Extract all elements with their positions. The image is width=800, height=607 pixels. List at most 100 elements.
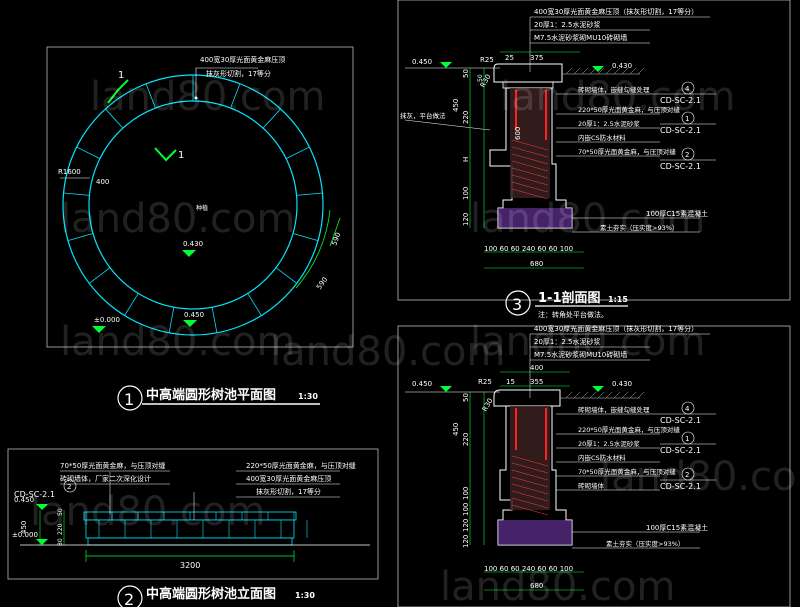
right-note: 砖砌墙体，嵌缝勾缝处理 xyxy=(578,405,650,414)
plan-elev-center: 0.430 xyxy=(183,240,203,248)
ref-code: CD-SC-2.1 xyxy=(660,416,701,425)
plan-leader xyxy=(195,67,258,98)
plan-elev-ring: 0.450 xyxy=(184,311,204,319)
watermark-10: land80.com xyxy=(440,564,675,607)
soil-hatch-line xyxy=(637,391,645,399)
right-note: 砖砌墙体，嵌缝勾缝处理 xyxy=(578,85,650,94)
s11-vdim-100a: 100 xyxy=(462,187,470,200)
right-note: 内嵌CS防水材料 xyxy=(578,133,626,142)
section-mark-mid xyxy=(154,147,177,162)
s11-vdim-120: 120 xyxy=(462,213,470,226)
ref-number: 2 xyxy=(685,471,689,479)
soil-hatch-line xyxy=(613,391,621,399)
plan-elev-center-marker xyxy=(182,250,196,257)
s2-note-1: 400宽30厚光面黄金麻压顶（抹灰形切割，17等分） xyxy=(534,324,698,333)
s2-vdim-120a: 120 xyxy=(462,519,470,532)
watermark-9: land80.com xyxy=(600,454,800,500)
plan-dim-arc xyxy=(295,209,331,289)
s2-r25: R25 xyxy=(478,378,492,386)
ref-number: 4 xyxy=(685,85,690,93)
elev-title: 中高端圆形树池立面图 xyxy=(146,586,276,602)
s11-capping xyxy=(493,63,563,83)
plan-scale: 1:30 xyxy=(298,392,318,401)
plan-center-label: 种植 xyxy=(196,204,208,212)
s11-elev-left: 0.450 xyxy=(412,58,432,66)
s11-r25: R25 xyxy=(480,56,494,64)
ring-joint xyxy=(275,267,297,284)
plan-title-block: 1 中高端圆形树池平面图 1:30 xyxy=(117,385,320,411)
plan-elev-ring-marker xyxy=(183,320,197,327)
elev-note-4: 400宽30厚光面黄金麻压顶 xyxy=(246,474,331,483)
ring-joint xyxy=(211,307,218,333)
wall-hatch-line xyxy=(511,167,549,179)
soil-hatch-line xyxy=(581,391,589,399)
plan-elev-ground-marker xyxy=(92,326,106,333)
elev-frame xyxy=(7,448,379,580)
plan-note-capping: 400宽30厚光面黄金麻压顶 xyxy=(200,55,285,64)
elev-top-marker xyxy=(36,504,48,510)
ring-joint xyxy=(76,146,101,160)
plan-view: 400宽30厚光面黄金麻压顶 抹灰形切割，17等分 1 1 R1600 400 … xyxy=(46,46,354,348)
s11-note-2: 20厚1：2.5水泥砂浆 xyxy=(534,20,601,29)
soil-hatch-line xyxy=(629,391,637,399)
section-mark-label-mid: 1 xyxy=(178,150,184,161)
elev-title-number: 2 xyxy=(124,590,134,607)
soil-hatch-line xyxy=(597,67,605,75)
watermarks: land80.com land80.com land80.com land80.… xyxy=(30,74,800,607)
plan-ring-joints xyxy=(63,75,323,333)
s2-wall-hatch xyxy=(511,455,549,516)
s2-elev-left-marker xyxy=(440,386,452,392)
elev-note-2: 砖砌墙体，厂家二次深化设计 xyxy=(60,474,151,483)
s2-note-2: 20厚1：2.5水泥砂浆 xyxy=(534,337,601,346)
soil-hatch-line xyxy=(621,391,629,399)
s2-base-note-1: 100厚C15素混凝土 xyxy=(646,523,708,532)
right-note: 内嵌CS防水材料 xyxy=(578,453,626,462)
s2-right-notes: 砖砌墙体，嵌缝勾缝处理220*50厚光面黄金麻，与压顶对缝20厚1：2.5水泥砂… xyxy=(556,401,716,491)
s11-note-3: M7.5水泥砂浆砌MU10砖砌墙 xyxy=(534,33,627,42)
section-mark-top xyxy=(107,79,129,104)
soil-hatch-line xyxy=(613,67,621,75)
s2-elev-left: 0.450 xyxy=(412,380,432,388)
ref-code: CD-SC-2.1 xyxy=(660,126,701,135)
elev-vdim-220: 220 xyxy=(57,523,64,535)
s2-elev-right-marker xyxy=(592,386,604,392)
elev-top-label: 0.450 xyxy=(14,496,34,504)
s11-vdim-50a: 50 xyxy=(462,69,470,78)
s11-vdim-220: 220 xyxy=(462,111,470,124)
s11-vdim-450: 450 xyxy=(452,99,460,112)
right-note: 70*50厚光面黄金麻，与压顶对缝 xyxy=(578,147,676,156)
soil-hatch-line xyxy=(565,67,573,75)
s2-vdim-450: 450 xyxy=(452,423,460,436)
s2-soil-hatch xyxy=(565,391,645,399)
right-note: 20厚1：2.5水泥砂浆 xyxy=(578,439,640,448)
ring-joint xyxy=(292,233,319,241)
ring-joint xyxy=(168,307,175,333)
watermark-6: land80.com xyxy=(500,74,735,120)
s11-wall-hatch xyxy=(511,139,549,200)
s2-vdim-220: 220 xyxy=(462,433,470,446)
watermark-1: land80.com xyxy=(90,74,325,120)
plan-title-circle xyxy=(117,385,143,411)
s2-vdim-50a: 50 xyxy=(462,393,470,402)
section11-title-block: 3 1-1剖面图 1:15 注：转角处平台做法。 xyxy=(505,290,628,319)
s11-scale: 1:15 xyxy=(608,295,628,304)
s11-note-1: 400宽30厚光面黄金麻压顶（抹灰形切割，17等分） xyxy=(534,7,698,16)
soil-hatch-line xyxy=(629,67,637,75)
ref-number: 4 xyxy=(685,405,690,413)
elev-vdim-80: 80 xyxy=(57,538,64,546)
wall-hatch-line xyxy=(511,504,549,516)
s11-bottom-dims: 100 60 60 240 60 60 100 xyxy=(484,245,573,253)
elev-note-3: 220*50厚光面黄金麻，与压顶对缝 xyxy=(246,461,356,470)
ref-code: CD-SC-2.1 xyxy=(660,96,701,105)
wall-hatch-line xyxy=(511,469,549,481)
wall-hatch-line xyxy=(511,146,549,158)
plan-dim-590-b: 590 xyxy=(315,276,329,292)
ring-joint xyxy=(145,83,156,109)
s11-elev-right-marker xyxy=(592,66,604,72)
ring-joint xyxy=(296,192,323,196)
elev-scale: 1:30 xyxy=(295,591,315,600)
ring-joint xyxy=(105,108,124,129)
plan-elev-ground: ±0.000 xyxy=(94,316,120,324)
s2-base-note-2: 素土夯实（压实度>93%） xyxy=(606,539,684,548)
